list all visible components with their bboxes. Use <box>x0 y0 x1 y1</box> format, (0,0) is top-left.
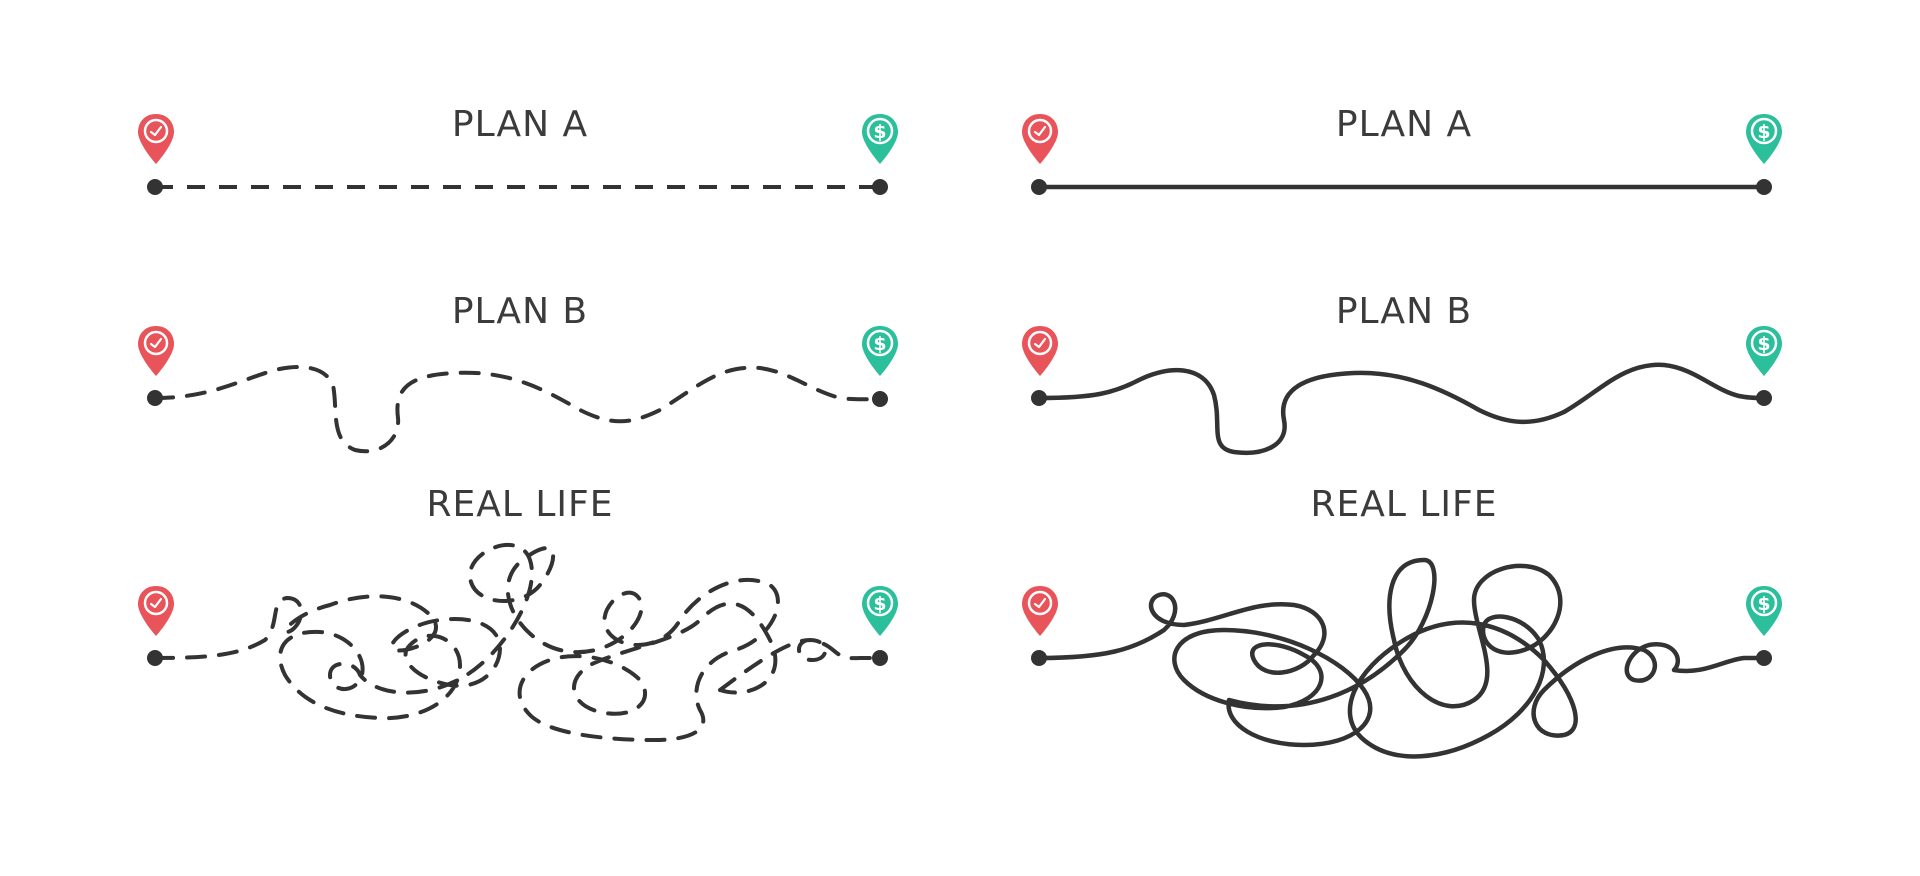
real-life-label: REAL LIFE <box>1310 484 1498 525</box>
clock-pin-icon <box>1020 324 1060 382</box>
dollar-pin-icon: $ <box>860 584 900 642</box>
end-dot <box>872 650 888 666</box>
end-dot <box>1756 650 1772 666</box>
start-dot <box>1031 390 1047 406</box>
dollar-symbol: $ <box>1757 593 1770 615</box>
dashed-route-panel: PLAN A $ PLAN B <box>136 104 900 743</box>
real-life-dashed-route <box>147 542 888 743</box>
dollar-symbol: $ <box>1757 333 1770 355</box>
plan-b-label: PLAN B <box>451 291 589 332</box>
clock-pin-icon <box>136 112 176 170</box>
end-dot <box>872 391 888 407</box>
real-life-solid-route <box>1031 557 1772 759</box>
plan-b-label: PLAN B <box>1335 291 1473 332</box>
end-dot <box>1756 390 1772 406</box>
dollar-symbol: $ <box>873 121 886 143</box>
plan-a-dashed-route <box>147 179 888 195</box>
dollar-pin-icon: $ <box>1744 324 1784 382</box>
dollar-symbol: $ <box>873 333 886 355</box>
plan-a-label: PLAN A <box>451 104 589 145</box>
start-dot <box>1031 179 1047 195</box>
plan-b-dashed-route <box>147 365 888 454</box>
start-dot <box>147 390 163 406</box>
start-dot <box>147 179 163 195</box>
plan-b-solid-route <box>1031 362 1772 456</box>
dollar-symbol: $ <box>1757 121 1770 143</box>
clock-pin-icon <box>136 324 176 382</box>
dollar-pin-icon: $ <box>860 324 900 382</box>
dollar-pin-icon: $ <box>1744 584 1784 642</box>
solid-route-panel: PLAN A $ PLAN B <box>884 0 1844 876</box>
start-dot <box>147 650 163 666</box>
plan-a-label: PLAN A <box>1335 104 1473 145</box>
clock-pin-icon <box>136 584 176 642</box>
clock-pin-icon <box>1020 584 1060 642</box>
end-dot <box>1756 179 1772 195</box>
dollar-pin-icon: $ <box>860 112 900 170</box>
dollar-symbol: $ <box>873 593 886 615</box>
real-life-label: REAL LIFE <box>426 484 614 525</box>
clock-pin-icon <box>1020 112 1060 170</box>
end-dot <box>872 179 888 195</box>
start-dot <box>1031 650 1047 666</box>
dollar-pin-icon: $ <box>1744 112 1784 170</box>
plan-a-solid-route <box>1031 179 1772 195</box>
